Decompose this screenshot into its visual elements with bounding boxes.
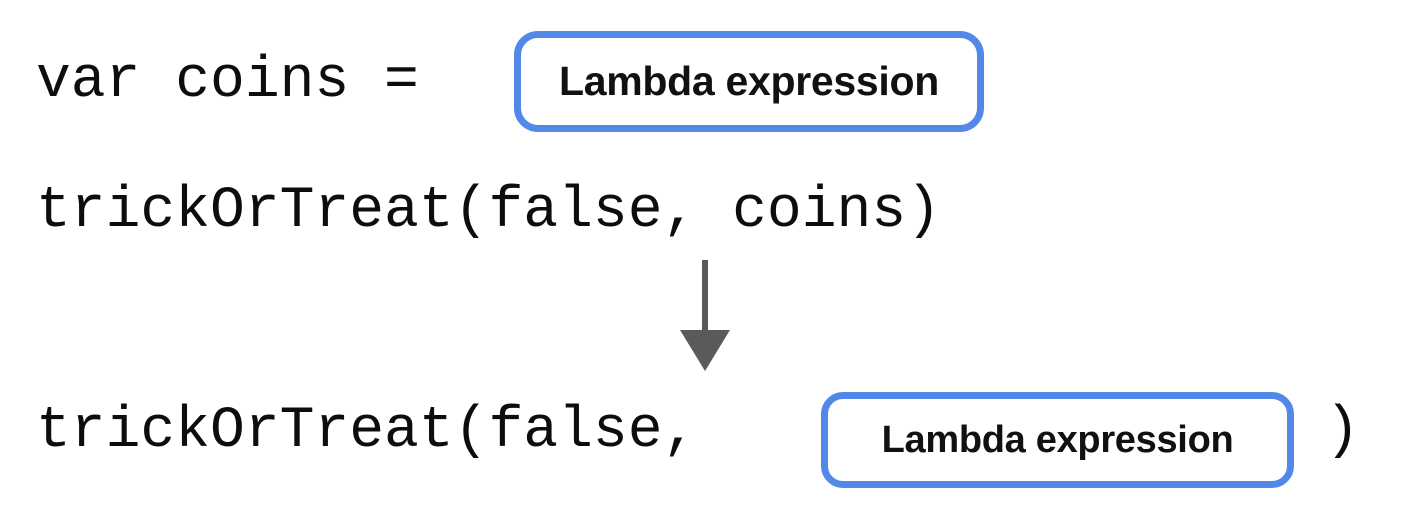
- lambda-expression-chip-after-label: Lambda expression: [881, 418, 1234, 461]
- arrow-down-icon: [680, 260, 730, 371]
- code-line-1-prefix: var coins =: [36, 49, 454, 114]
- lambda-expression-chip-before[interactable]: Lambda expression: [514, 31, 984, 132]
- lambda-expression-chip-before-label: Lambda expression: [559, 58, 939, 104]
- arrow-head: [680, 330, 730, 371]
- code-line-3-suffix: ): [1325, 399, 1360, 464]
- code-line-3-prefix: trickOrTreat(false,: [36, 399, 733, 464]
- code-line-2: trickOrTreat(false, coins): [36, 179, 941, 244]
- lambda-expression-chip-after[interactable]: Lambda expression: [821, 392, 1294, 488]
